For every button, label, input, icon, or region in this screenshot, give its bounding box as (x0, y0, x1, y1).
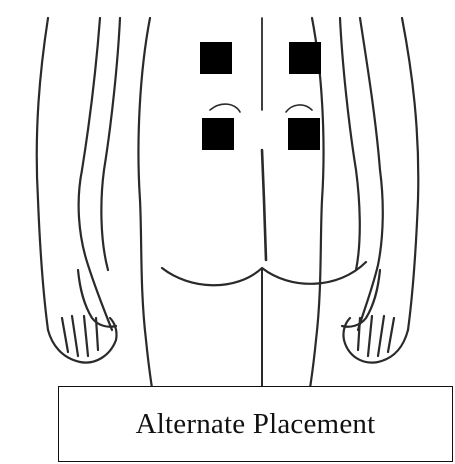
right-arm-crease (340, 18, 360, 270)
left-fingers (62, 316, 98, 356)
left-arm-inner (79, 18, 112, 330)
caption-box: Alternate Placement (58, 386, 453, 462)
right-arm-outline (402, 18, 418, 330)
left-torso-side (138, 18, 152, 388)
buttocks-line (162, 262, 366, 285)
electrode-pad-upper-right (289, 42, 321, 74)
right-hand (343, 318, 408, 363)
electrode-pad-lower-right (288, 118, 320, 150)
caption-text: Alternate Placement (136, 408, 376, 441)
left-scapula-hint (210, 104, 240, 112)
electrode-pad-upper-left (200, 42, 232, 74)
left-hand (48, 318, 117, 363)
right-scapula-hint (286, 105, 312, 112)
spine-line-lower (262, 150, 266, 260)
left-arm-crease (101, 18, 120, 270)
left-arm-outline (37, 18, 48, 330)
electrode-pad-lower-left (202, 118, 234, 150)
